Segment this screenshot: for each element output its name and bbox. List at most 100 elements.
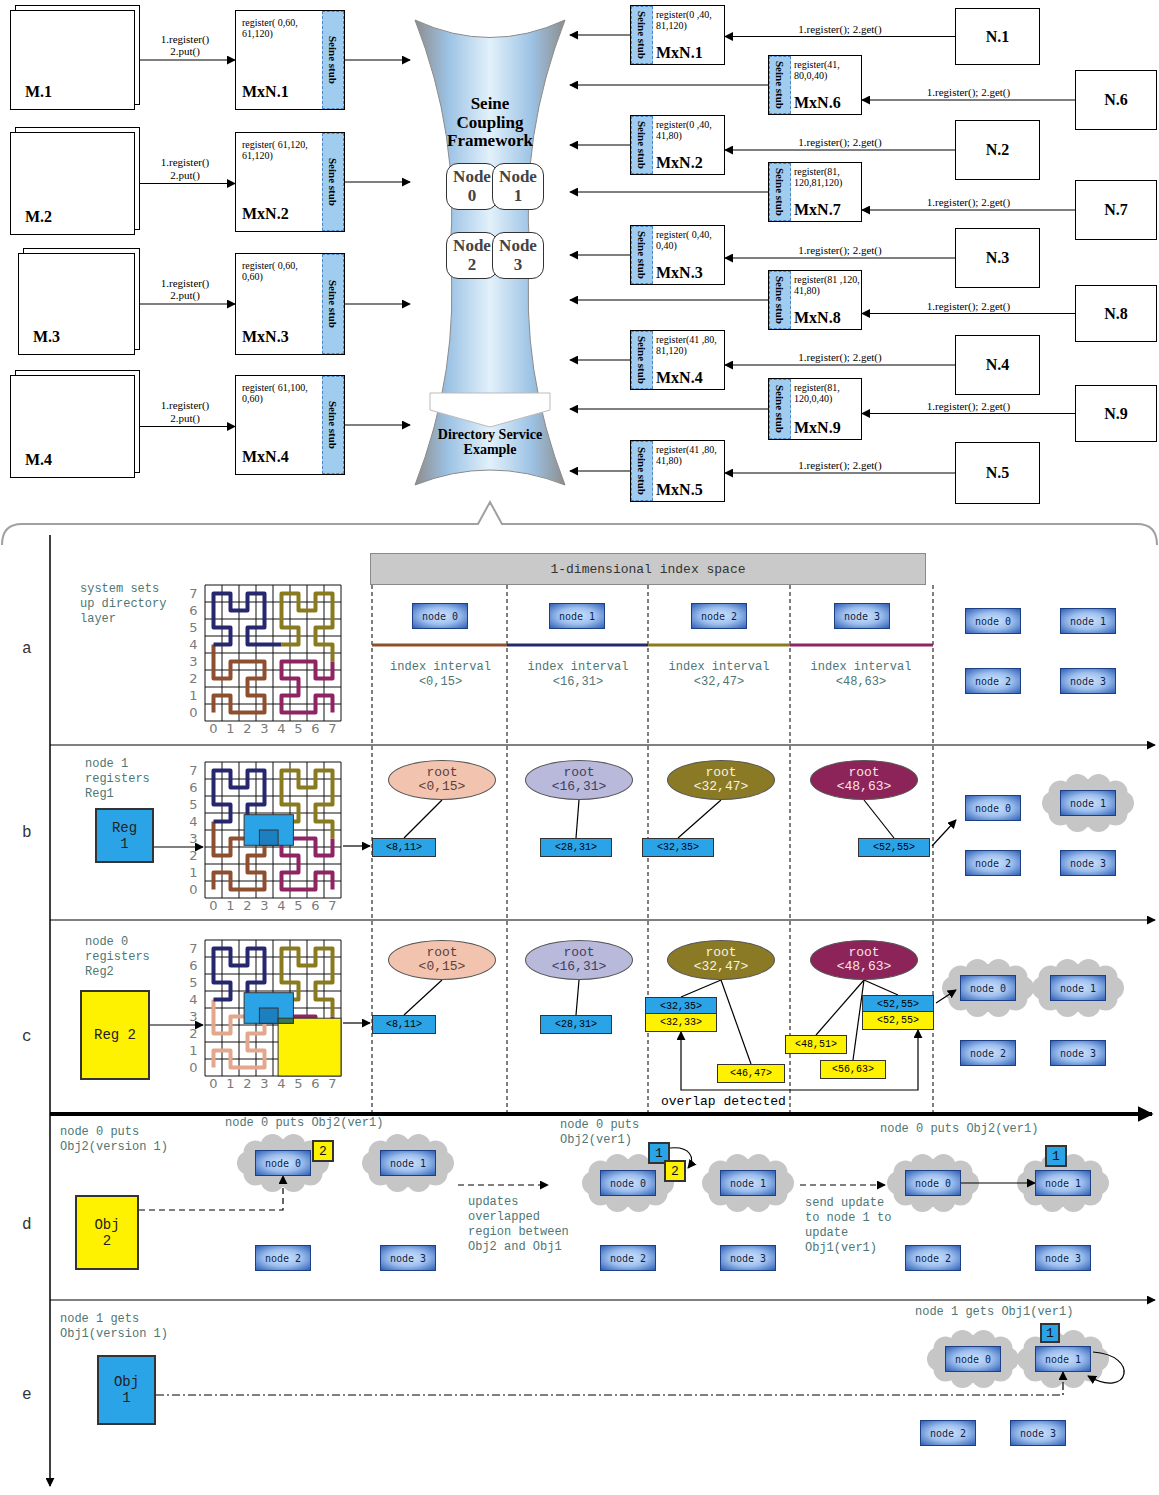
seine-stub: Seine stub — [631, 116, 653, 174]
node-text: Node 0 — [451, 168, 493, 205]
axis-number: 5 — [290, 722, 307, 735]
node-text: register(0 ,40, 81,120) — [656, 9, 722, 31]
connector-label: 1.register(); 2.get() — [926, 196, 1011, 208]
mxn-box: register(81 ,120, 41,80)MxN.8Seine stub — [768, 270, 862, 330]
connector — [570, 408, 768, 409]
component-box: M.3 — [18, 253, 135, 355]
axis-number: 6 — [307, 1077, 324, 1090]
axis-number: 3 — [256, 1077, 273, 1090]
connector — [570, 470, 630, 471]
axis-number: 5 — [185, 976, 202, 989]
index-box: <52,55> — [862, 1011, 934, 1030]
node-text: <32,35> — [660, 1000, 702, 1014]
node-icon: node 3 — [1010, 1420, 1066, 1446]
node-icon: node 3 — [1050, 1040, 1106, 1066]
seine-stub: Seine stub — [631, 6, 653, 64]
seine-stub: Seine stub — [631, 331, 653, 389]
connector — [678, 800, 721, 838]
node-text: Seine stub — [636, 447, 648, 495]
component-box: N.6 — [1075, 70, 1157, 130]
node-text: register( 0,60, 0,60) — [242, 260, 320, 282]
framework-node: Node 0 — [446, 163, 498, 210]
node-icon: node 1 — [1050, 975, 1106, 1001]
connector — [862, 209, 1075, 210]
node-text: node 1 — [730, 1178, 766, 1189]
node-text: Node 2 — [451, 237, 493, 274]
connector — [862, 313, 1075, 314]
step-arrow — [458, 1184, 548, 1185]
node-text: 2 — [671, 1164, 679, 1179]
step-note: updates overlapped region between Obj2 a… — [468, 1195, 583, 1255]
root-ellipse: root <0,15> — [388, 940, 496, 980]
component-box: N.5 — [955, 442, 1040, 504]
node-text: Seine stub — [636, 231, 648, 279]
node-text: node 0 — [422, 611, 458, 622]
row-letter: c — [22, 1028, 32, 1046]
node-text: Seine stub — [327, 401, 339, 449]
bracket — [2, 502, 1157, 545]
cloud — [927, 1330, 1019, 1388]
step-note: index interval <16,31> — [514, 660, 642, 690]
axis-number: 1 — [222, 722, 239, 735]
step-note: node 1 gets Obj1(ver1) — [915, 1305, 1105, 1320]
interval-bar — [648, 644, 790, 647]
component-box: M.2 — [10, 132, 135, 235]
connector-label: 1.register() 2.put() — [148, 277, 222, 302]
node-icon: node 0 — [905, 1170, 961, 1196]
seine-stub: Seine stub — [322, 254, 344, 354]
cloud — [702, 1154, 794, 1212]
connector — [570, 144, 630, 145]
node-icon: node 3 — [720, 1245, 776, 1271]
component-box: M.4 — [10, 375, 135, 478]
row-letter: e — [22, 1386, 32, 1404]
seine-stub: Seine stub — [769, 56, 791, 114]
index-box: <32,33> — [645, 1013, 717, 1032]
framework-node: Node 1 — [492, 163, 544, 210]
index-space-bar: 1-dimensional index space — [370, 553, 926, 585]
step-note: index interval <0,15> — [378, 660, 503, 690]
index-box: <8,11> — [372, 838, 436, 857]
mxn-box: register(81, 120,81,120)MxN.7Seine stub — [768, 162, 862, 222]
node-text: register(81, 120,81,120) — [794, 166, 860, 188]
axis-number: 4 — [273, 899, 290, 912]
row-letter: b — [22, 824, 32, 842]
node-text: N.9 — [1104, 405, 1128, 423]
root-ellipse: root <16,31> — [525, 940, 633, 980]
connector-label: 1.register(); 2.get() — [926, 400, 1011, 412]
node-text: root <32,47> — [688, 946, 754, 975]
node-text: register(41 ,80, 81,120) — [656, 334, 722, 356]
mxn-box: register( 61,100, 0,60)MxN.4Seine stub — [235, 375, 345, 475]
connector — [135, 426, 235, 427]
node-text: MxN.9 — [794, 419, 841, 437]
cloud — [942, 959, 1034, 1017]
component-box: N.8 — [1075, 285, 1157, 342]
row-letter: a — [22, 640, 32, 658]
node-icon: node 2 — [905, 1245, 961, 1271]
node-text: MxN.5 — [656, 481, 703, 499]
node-icon: node 0 — [945, 1346, 1001, 1372]
node-text: node 3 — [730, 1253, 766, 1264]
row-separator — [50, 920, 1155, 921]
connector-label: 1.register() 2.put() — [148, 399, 222, 424]
node-text: node 2 — [610, 1253, 646, 1264]
component-box: N.7 — [1075, 180, 1157, 240]
seine-stub: Seine stub — [322, 133, 344, 231]
interval-boundary — [933, 585, 934, 1112]
framework-node: Node 3 — [492, 232, 544, 279]
node-icon: node 2 — [691, 603, 747, 629]
root-ellipse: root <48,63> — [810, 760, 918, 800]
node-text: node 0 — [265, 1158, 301, 1169]
node-text: node 3 — [1020, 1428, 1056, 1439]
interval-bar — [790, 644, 933, 647]
node-icon: node 3 — [380, 1245, 436, 1271]
connector-label: 1.register(); 2.get() — [797, 136, 882, 148]
interval-boundary — [507, 585, 508, 1112]
row-separator — [50, 745, 1155, 746]
hilbert-grid — [205, 762, 341, 898]
object-tag: 2 — [312, 1140, 334, 1162]
axis-number: 2 — [239, 722, 256, 735]
mxn-box: register( 0,60, 61,120)MxN.1Seine stub — [235, 10, 345, 110]
node-text: node 1 — [1070, 798, 1106, 809]
